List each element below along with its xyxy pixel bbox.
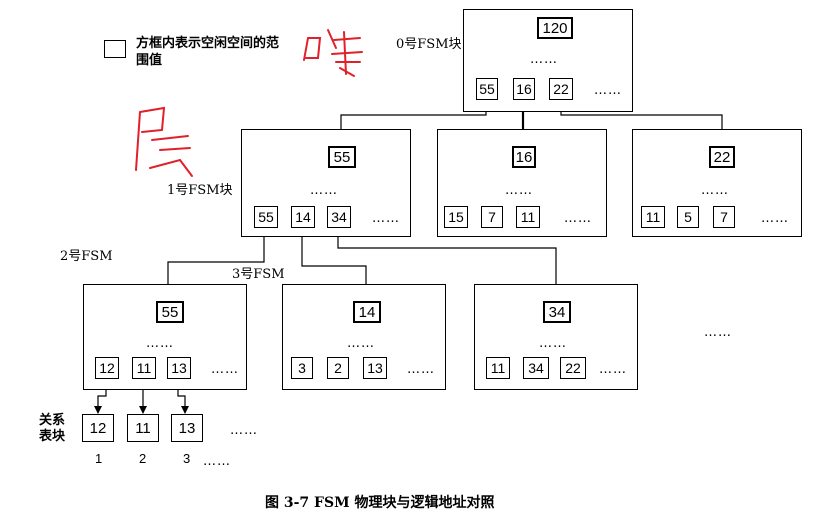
legend-box-icon — [104, 40, 126, 58]
fsm-node-root: 14 — [353, 301, 381, 323]
fsm-node-leaf: 5 — [677, 206, 699, 228]
fsm1-label: 1号FSM块 — [167, 183, 233, 198]
fsm-node-leaf: 22 — [560, 357, 586, 379]
legend-text: 方框内表示空闲空间的范围值 — [136, 36, 280, 68]
arrow-b1a-to-b2b — [301, 227, 370, 297]
fsm-node-leaf: 15 — [444, 206, 468, 228]
fsm-node-leaf: 13 — [167, 357, 191, 379]
fsm-node-leaf: 22 — [549, 78, 573, 100]
relation-label: 关系表块 — [39, 413, 66, 445]
fsm-node-leaf: 55 — [476, 78, 498, 100]
fsm-block-0: 120 …… 55 16 22 …… — [463, 9, 633, 112]
fsm-node-leaf: 11 — [486, 357, 510, 379]
arrow-b1a-to-b2a — [164, 227, 265, 297]
fsm-block-1b: 16 …… 15 7 11 …… — [437, 129, 607, 237]
fsm-node-leaf: 7 — [481, 206, 503, 228]
fsm-node-leaf: 16 — [513, 78, 535, 100]
figure-caption: 图 3-7 FSM 物理块与逻辑地址对照 — [265, 495, 495, 511]
fsm-block-2b: 14 …… 3 2 13 …… — [282, 284, 446, 390]
relation-block-number: 1 — [95, 451, 103, 466]
ellipsis: …… — [539, 336, 567, 351]
ellipsis: …… — [407, 362, 435, 377]
fsm-node-root: 55 — [328, 146, 356, 168]
fsm-node-leaf: 11 — [641, 206, 665, 228]
fsm-node-leaf: 34 — [523, 357, 549, 379]
ellipsis: …… — [310, 183, 338, 198]
fsm-block-2c: 34 …… 11 34 22 …… — [474, 284, 638, 390]
fsm-node-leaf: 11 — [516, 206, 540, 228]
fsm-block-2a: 55 …… 12 11 13 …… — [83, 284, 247, 390]
fsm-node-root: 16 — [512, 146, 536, 168]
ellipsis: …… — [372, 211, 400, 226]
fsm-node-root: 55 — [156, 301, 184, 323]
ellipsis: …… — [211, 362, 239, 377]
fsm2-label: 2号FSM — [60, 249, 113, 264]
ellipsis: …… — [564, 211, 592, 226]
handwritten-annotation-left — [135, 106, 193, 177]
fsm-block-1c: 22 …… 11 5 7 …… — [632, 129, 802, 237]
fsm-node-leaf: 13 — [363, 357, 387, 379]
fsm-node-root: 34 — [543, 301, 571, 323]
relation-block: 13 — [171, 414, 203, 442]
relation-block: 12 — [82, 414, 114, 442]
fsm-node-leaf: 34 — [327, 206, 351, 228]
ellipsis: …… — [701, 183, 729, 198]
ellipsis: …… — [230, 423, 258, 438]
ellipsis: …… — [599, 362, 627, 377]
fsm-node-root: 22 — [709, 146, 735, 168]
ellipsis: …… — [594, 83, 622, 98]
ellipsis: …… — [146, 336, 174, 351]
fsm-node-leaf: 14 — [291, 206, 315, 228]
relation-block-number: 2 — [139, 451, 147, 466]
fsm3-label: 3号FSM — [232, 267, 285, 282]
handwritten-annotation-top — [303, 29, 363, 77]
fsm-block-1a: 55 …… 55 14 34 …… — [241, 129, 411, 237]
fsm-node-leaf: 11 — [132, 357, 156, 379]
fsm-node-leaf: 55 — [254, 206, 278, 228]
ellipsis: …… — [347, 336, 375, 351]
fsm0-label: 0号FSM块 — [396, 37, 462, 52]
fsm-node-leaf: 12 — [95, 357, 119, 379]
fsm-node-root: 120 — [537, 17, 573, 39]
ellipsis: …… — [203, 454, 231, 469]
fsm-node-leaf: 3 — [291, 357, 313, 379]
ellipsis: …… — [704, 325, 732, 340]
arrow-b1a-to-b2c — [337, 227, 560, 297]
fsm-node-leaf: 2 — [327, 357, 349, 379]
ellipsis: …… — [505, 183, 533, 198]
ellipsis: …… — [761, 211, 789, 226]
fsm-node-leaf: 7 — [713, 206, 735, 228]
relation-block-number: 3 — [183, 451, 191, 466]
ellipsis: …… — [530, 52, 558, 67]
relation-block: 11 — [127, 414, 159, 442]
